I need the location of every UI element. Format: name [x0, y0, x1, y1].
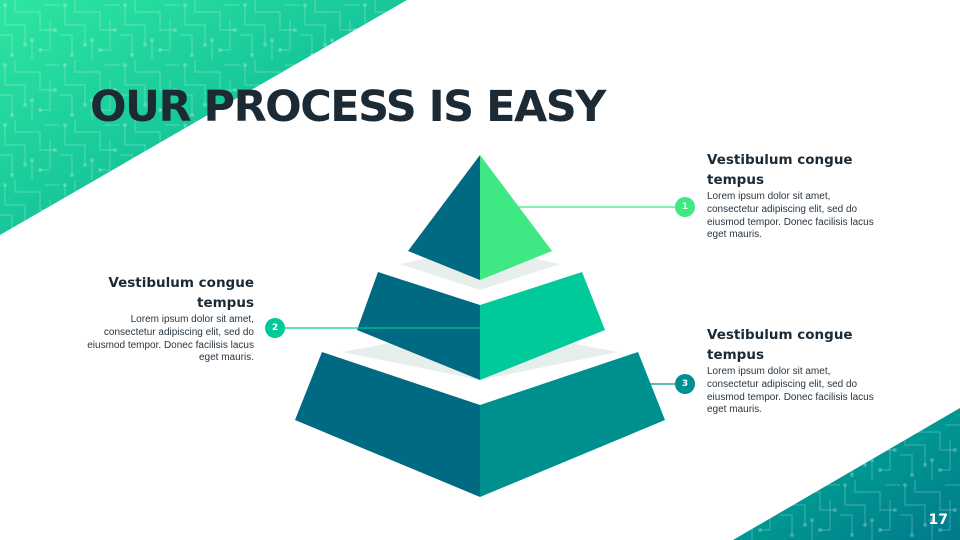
top-left-corner-decoration: [0, 0, 407, 235]
pyramid-tier-2-left: [357, 272, 480, 380]
step-1-badge: 1: [675, 197, 695, 217]
step-3-heading: Vestibulum congue tempus: [707, 327, 853, 363]
step-1-heading: Vestibulum congue tempus: [707, 152, 853, 188]
page-number: 17: [928, 512, 948, 528]
pyramid-tier-1-left: [408, 155, 480, 280]
pyramid-tier-3-left: [295, 352, 480, 497]
pyramid-tier-1-right: [480, 155, 552, 280]
step-2-text: Lorem ipsum dolor sit amet, consectetur …: [87, 314, 254, 364]
slide-title: OUR PROCESS IS EASY: [90, 82, 606, 132]
bottom-right-corner-decoration: [733, 408, 960, 540]
pyramid-tier-3-right: [480, 352, 665, 497]
step-3-text: Lorem ipsum dolor sit amet, consectetur …: [707, 366, 874, 416]
pyramid-tier-2-right: [480, 272, 605, 380]
step-3-badge: 3: [675, 374, 695, 394]
step-1-block: Vestibulum congue tempus Lorem ipsum dol…: [707, 150, 877, 242]
step-3-block: Vestibulum congue tempus Lorem ipsum dol…: [707, 325, 877, 417]
step-1-text: Lorem ipsum dolor sit amet, consectetur …: [707, 191, 874, 241]
step-2-block: Vestibulum congue tempus Lorem ipsum dol…: [84, 273, 254, 365]
step-2-heading: Vestibulum congue tempus: [108, 275, 254, 311]
step-2-badge: 2: [265, 318, 285, 338]
